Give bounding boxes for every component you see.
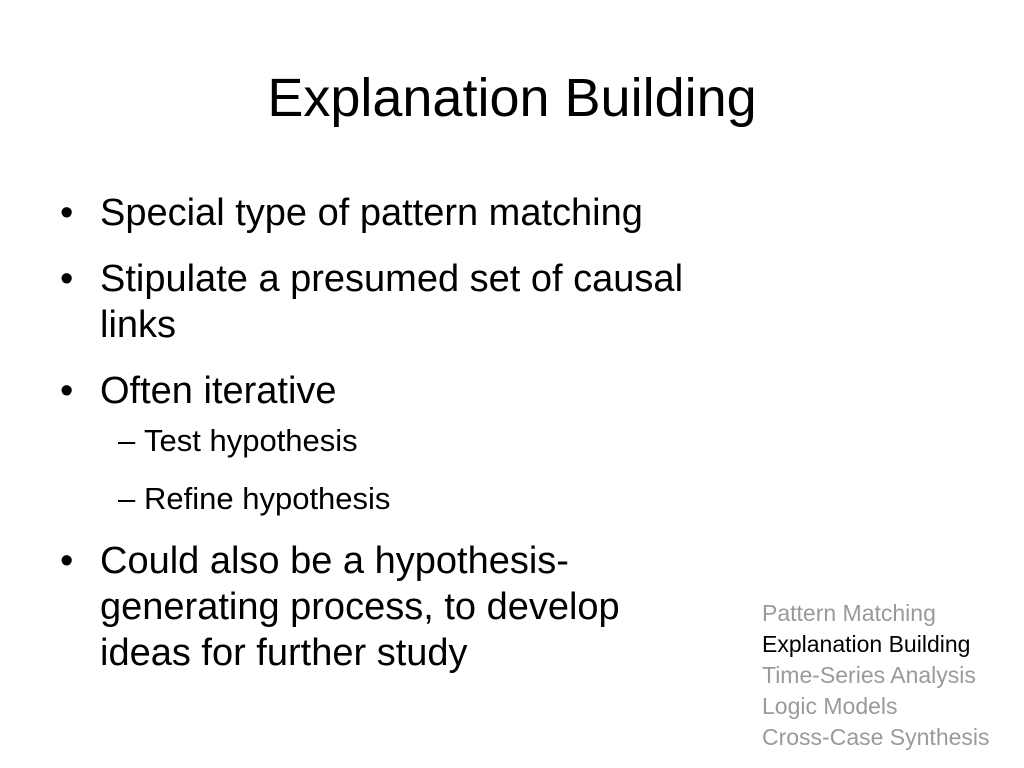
sub-bullet-marker: – <box>118 423 136 458</box>
section-nav-item-explanation-building: Explanation Building <box>762 631 971 657</box>
sub-bullet-text: Refine hypothesis <box>144 481 391 516</box>
section-nav: Pattern Matching Explanation Building Ti… <box>762 598 990 753</box>
bullet-list: • Special type of pattern matching • Sti… <box>60 190 740 696</box>
bullet-text: Often iterative <box>100 370 337 412</box>
bullet-item: • Special type of pattern matching <box>60 190 740 236</box>
sub-bullet-item: – Test hypothesis <box>100 422 740 460</box>
sub-bullet-list: – Test hypothesis – Refine hypothesis <box>100 422 740 518</box>
slide-title: Explanation Building <box>267 68 757 128</box>
bullet-text: Could also be a hypothesis-generating pr… <box>100 540 620 674</box>
section-nav-item-logic-models: Logic Models <box>762 693 898 719</box>
sub-bullet-marker: – <box>118 481 136 516</box>
section-nav-item-pattern-matching: Pattern Matching <box>762 600 936 626</box>
bullet-marker: • <box>60 258 74 300</box>
bullet-marker: • <box>60 192 74 234</box>
bullet-item: • Stipulate a presumed set of causal lin… <box>60 256 740 348</box>
bullet-item: • Often iterative – Test hypothesis – Re… <box>60 368 740 518</box>
section-nav-item-cross-case-synthesis: Cross-Case Synthesis <box>762 724 990 750</box>
sub-bullet-text: Test hypothesis <box>144 423 358 458</box>
bullet-item: • Could also be a hypothesis-generating … <box>60 538 740 676</box>
bullet-text: Special type of pattern matching <box>100 192 643 234</box>
bullet-marker: • <box>60 540 74 582</box>
section-nav-item-time-series-analysis: Time-Series Analysis <box>762 662 976 688</box>
bullet-marker: • <box>60 370 74 412</box>
bullet-text: Stipulate a presumed set of causal links <box>100 258 684 346</box>
sub-bullet-item: – Refine hypothesis <box>100 480 740 518</box>
